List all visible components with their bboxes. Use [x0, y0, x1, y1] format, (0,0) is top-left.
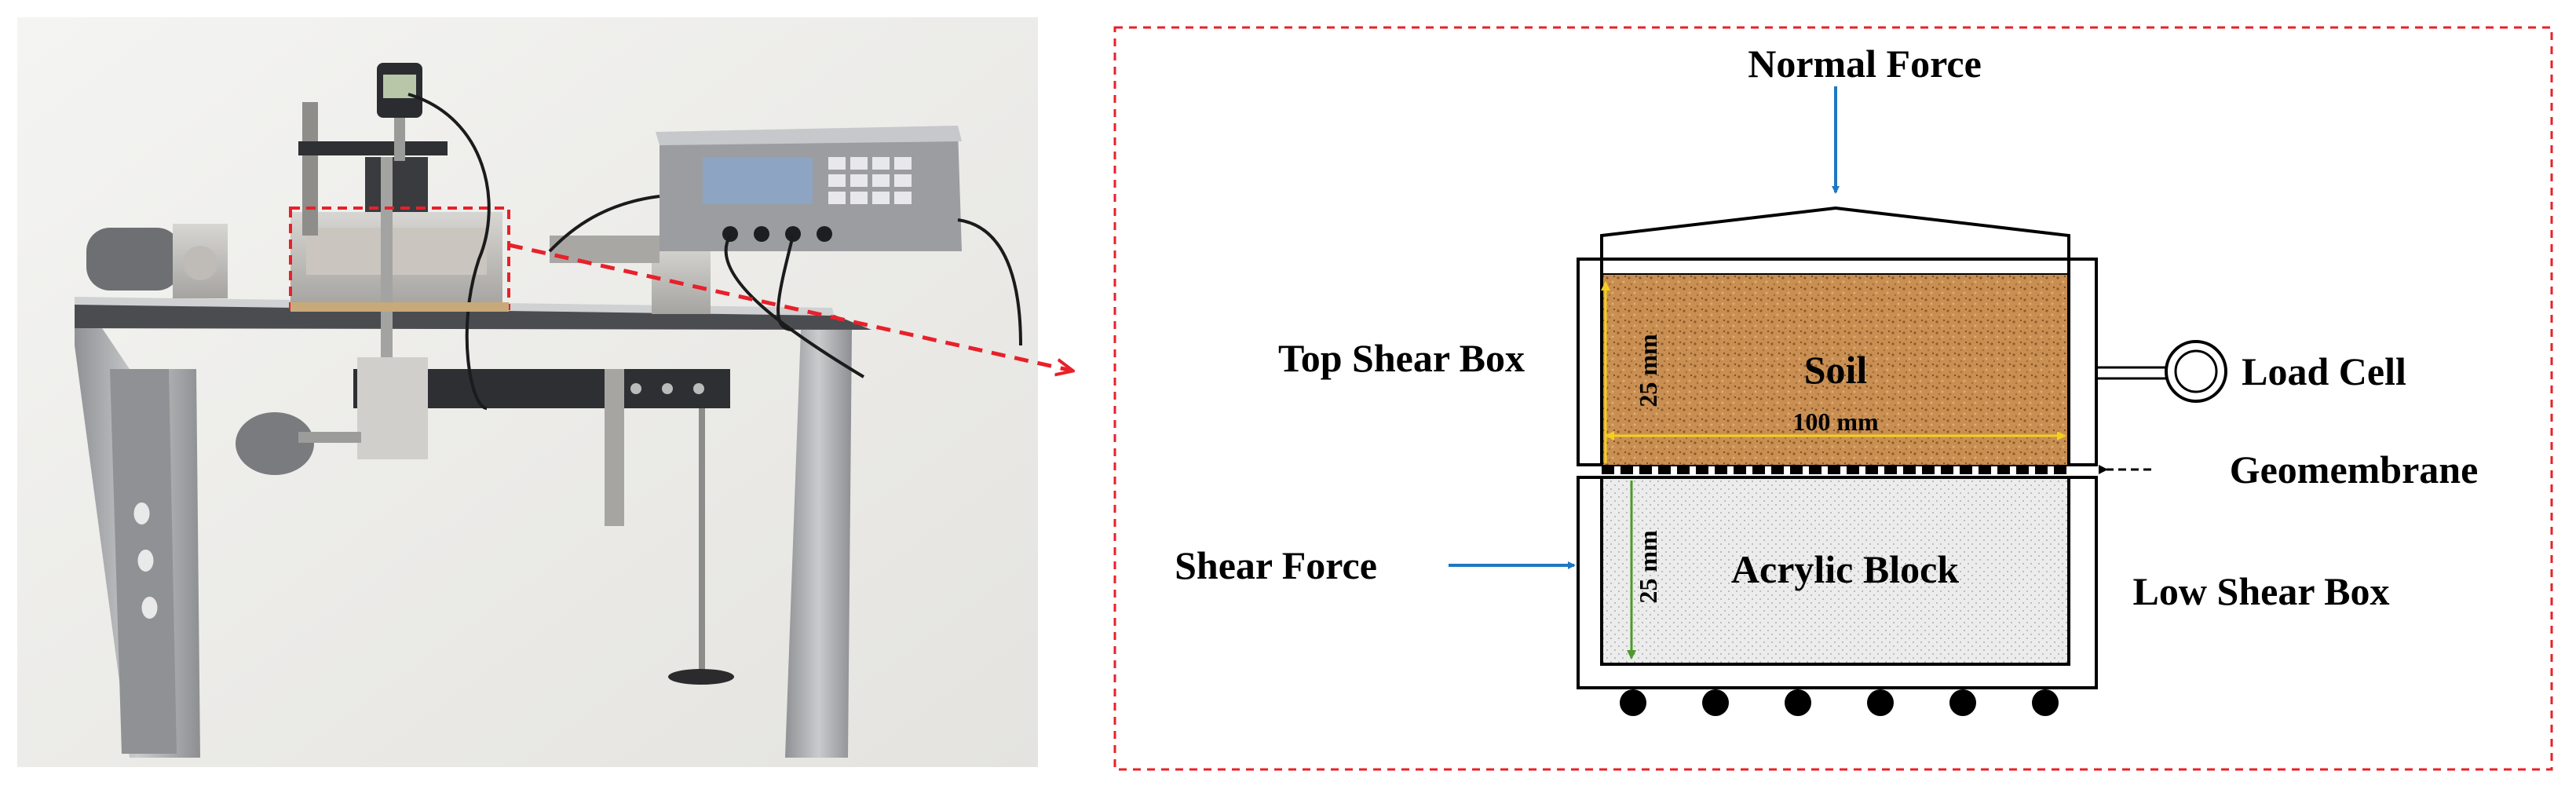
roller	[1949, 689, 1976, 716]
motor	[86, 228, 181, 291]
loading-cap	[1600, 206, 2070, 276]
dim-width-label: 100 mm	[1792, 407, 1879, 436]
dim-height-bottom-label: 25 mm	[1634, 530, 1662, 604]
table-top	[75, 302, 871, 330]
apparatus-photo	[17, 17, 1038, 767]
soil-fill	[1602, 275, 2069, 465]
normal-force-label: Normal Force	[1748, 42, 1982, 86]
roller	[1867, 689, 1894, 716]
geomembrane-label: Geomembrane	[2230, 448, 2479, 492]
hanger-rod	[699, 408, 705, 675]
controller-keypad	[828, 157, 912, 204]
acrylic-block-label: Acrylic Block	[1731, 547, 1959, 591]
load-cell-label: Load Cell	[2242, 349, 2406, 393]
low-shear-box-label: Low Shear Box	[2133, 569, 2390, 613]
hanger-weight	[668, 669, 734, 685]
roller	[1702, 689, 1729, 716]
callout-arrow	[508, 243, 1072, 371]
roller	[1785, 689, 1811, 716]
roller	[1620, 689, 1646, 716]
rollers	[1620, 689, 2059, 716]
roller	[2032, 689, 2059, 716]
soil-label: Soil	[1804, 348, 1868, 392]
dim-height-top-label: 25 mm	[1634, 334, 1662, 407]
shear-force-label: Shear Force	[1175, 543, 1377, 587]
top-shear-box-label: Top Shear Box	[1278, 336, 1525, 380]
acrylic-block	[1600, 476, 2070, 666]
diagram-frame	[1113, 26, 2553, 771]
table-leg-right	[785, 330, 852, 758]
controller-screen	[703, 157, 813, 204]
handwheel	[236, 412, 314, 475]
